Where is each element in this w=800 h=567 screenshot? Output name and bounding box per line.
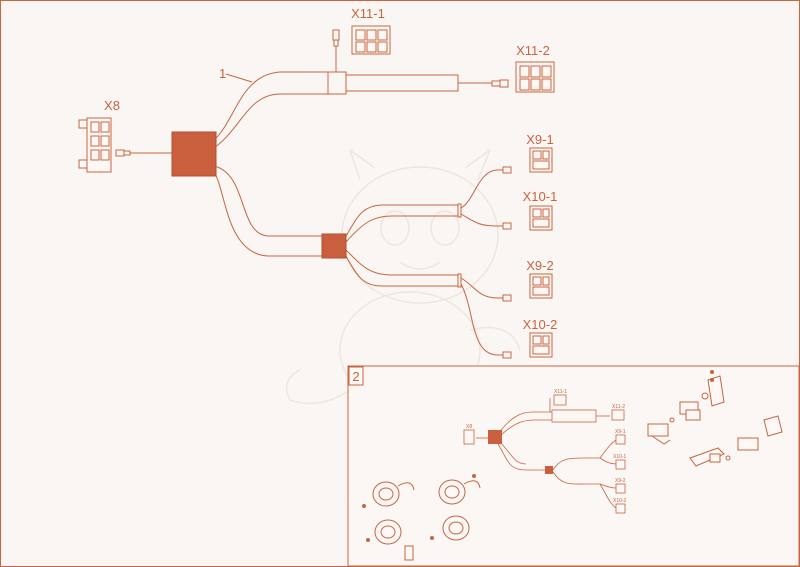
upper-branch-outer <box>213 71 328 141</box>
inset-number: 2 <box>352 369 359 384</box>
secondary-junction-box <box>321 233 347 259</box>
wire-end-plugs <box>115 29 512 359</box>
connector-x9-2 <box>529 273 553 299</box>
connector-x11-1 <box>351 25 391 55</box>
inset-number-box <box>348 366 364 386</box>
mini-label-x11-2: X11-2 <box>612 404 625 410</box>
connector-x8 <box>78 117 112 173</box>
speaker-rings <box>362 474 481 561</box>
label-x8: X8 <box>104 98 120 113</box>
inset-frame <box>347 365 800 567</box>
lower-branch-inner <box>213 171 322 257</box>
label-x11-1: X11-1 <box>351 6 385 21</box>
mounting-brackets <box>647 370 783 467</box>
mini-secondary-junction <box>545 466 553 474</box>
label-x9-1: X9-1 <box>526 132 553 147</box>
mini-label-x9-2: X9-2 <box>615 478 626 484</box>
label-x11-2: X11-2 <box>516 43 550 58</box>
label-x10-1: X10-1 <box>523 189 558 204</box>
mini-label-x9-1: X9-1 <box>615 429 626 435</box>
cable-number-label: 1 <box>219 66 226 81</box>
inset-panel: 2 X8 <box>347 365 800 567</box>
mini-harness <box>476 398 617 509</box>
mini-label-x8: X8 <box>466 424 472 430</box>
main-harness <box>130 30 506 356</box>
mini-label-x11-1: X11-1 <box>554 389 567 395</box>
lower-branch-outer <box>213 165 322 237</box>
connector-x10-2 <box>529 332 553 358</box>
connector-x10-1 <box>529 205 553 231</box>
mini-labels: X8 X11-1 X11-2 X9-1 X10-1 X9-2 X10-2 <box>466 389 627 504</box>
connector-x9-1 <box>529 147 553 173</box>
upper-branch-inner <box>213 93 328 149</box>
label-x9-2: X9-2 <box>526 258 553 273</box>
mini-label-x10-2: X10-2 <box>613 498 627 504</box>
connector-x11-2 <box>515 61 555 93</box>
main-junction-box <box>171 131 217 177</box>
label-x10-2: X10-2 <box>523 317 558 332</box>
mini-connectors <box>463 394 626 514</box>
mini-main-junction <box>488 430 502 444</box>
mini-label-x10-1: X10-1 <box>613 454 627 460</box>
cable-number-leader <box>225 73 253 83</box>
